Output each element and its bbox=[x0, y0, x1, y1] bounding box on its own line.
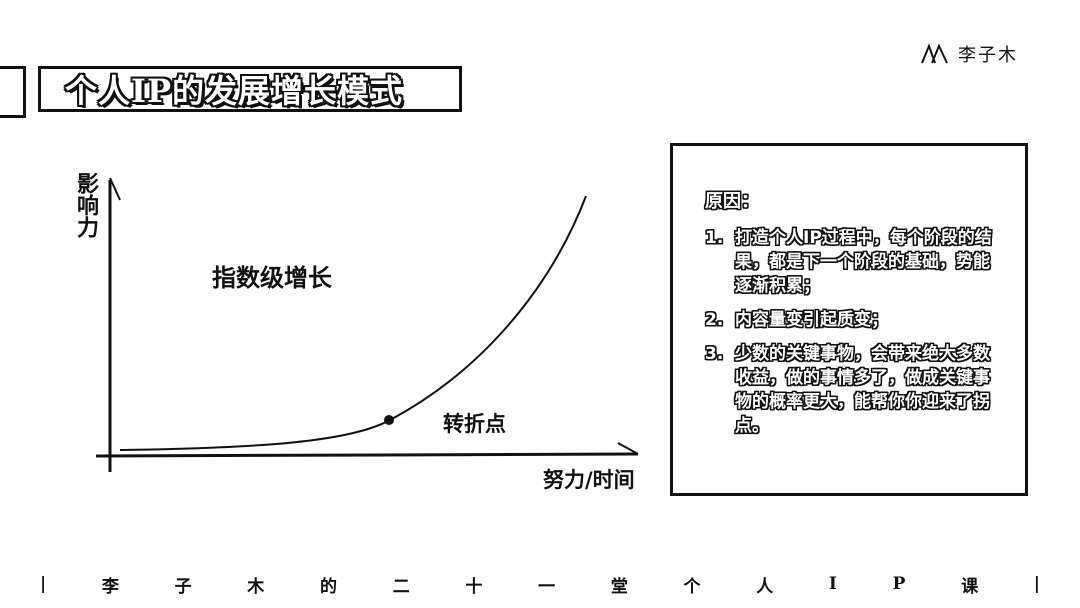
brand: 李子木 bbox=[920, 40, 1018, 68]
turning-point-label: 转折点 bbox=[443, 411, 506, 436]
footer-char: 的 bbox=[320, 576, 337, 597]
reasons-heading: 原因： bbox=[705, 191, 759, 212]
growth-diagram: 影响力 努力/时间 指数级增长 转折点 bbox=[60, 160, 660, 500]
x-axis-arrow bbox=[617, 442, 639, 455]
footer-char: 子 bbox=[174, 576, 192, 597]
mountain-logo-icon bbox=[920, 43, 950, 65]
reason-text: 内容量变引起质变； bbox=[735, 310, 888, 330]
footer-char: 个 bbox=[683, 576, 701, 597]
reason-text: 少数的关键事物，会带来绝大多数收益，做的事情多了，做成关键事物的概率更大，能帮你… bbox=[735, 344, 990, 436]
x-axis-label: 努力/时间 bbox=[543, 467, 635, 492]
footer-series-title: | 李 子 木 的 二 十 一 堂 个 人 I P 课 | bbox=[40, 572, 1040, 597]
footer-char: 一 bbox=[538, 576, 556, 597]
footer-char: 堂 bbox=[610, 576, 628, 597]
reason-item: 3. 少数的关键事物，会带来绝大多数收益，做的事情多了，做成关键事物的概率更大，… bbox=[705, 342, 1001, 438]
title-box: 个人IP的发展增长模式 bbox=[38, 66, 462, 112]
footer-char: I bbox=[828, 574, 837, 594]
footer-char: | bbox=[40, 574, 47, 594]
reason-number: 2. bbox=[705, 310, 724, 330]
reasons-box: 原因： 1. 打造个人IP过程中，每个阶段的结果，都是下一个阶段的基础，势能逐渐… bbox=[670, 143, 1028, 496]
page-title: 个人IP的发展增长模式 bbox=[65, 72, 404, 110]
x-axis bbox=[95, 452, 639, 458]
footer-char: 人 bbox=[756, 576, 774, 597]
growth-diagram-svg bbox=[95, 177, 639, 472]
reason-number: 1. bbox=[705, 228, 724, 248]
curve-label: 指数级增长 bbox=[212, 263, 332, 292]
growth-curve bbox=[119, 195, 587, 451]
y-axis-arrow bbox=[109, 177, 121, 201]
title-decoration-square bbox=[0, 66, 26, 118]
y-axis-label: 影响力 bbox=[73, 172, 99, 238]
footer-char: P bbox=[892, 574, 906, 594]
footer-char: 十 bbox=[465, 576, 483, 597]
reason-number: 3. bbox=[705, 344, 724, 364]
footer-char: 木 bbox=[247, 576, 265, 597]
reason-item: 1. 打造个人IP过程中，每个阶段的结果，都是下一个阶段的基础，势能逐渐积累； bbox=[705, 226, 1001, 298]
turning-point bbox=[384, 415, 394, 425]
footer-char: 二 bbox=[392, 576, 410, 597]
footer-char: | bbox=[1033, 574, 1040, 594]
footer-char: 课 bbox=[961, 576, 979, 597]
reason-item: 2. 内容量变引起质变； bbox=[705, 308, 1001, 332]
footer-char: 李 bbox=[101, 576, 119, 597]
reason-text: 打造个人IP过程中，每个阶段的结果，都是下一个阶段的基础，势能逐渐积累； bbox=[735, 228, 992, 296]
brand-name: 李子木 bbox=[958, 45, 1018, 66]
